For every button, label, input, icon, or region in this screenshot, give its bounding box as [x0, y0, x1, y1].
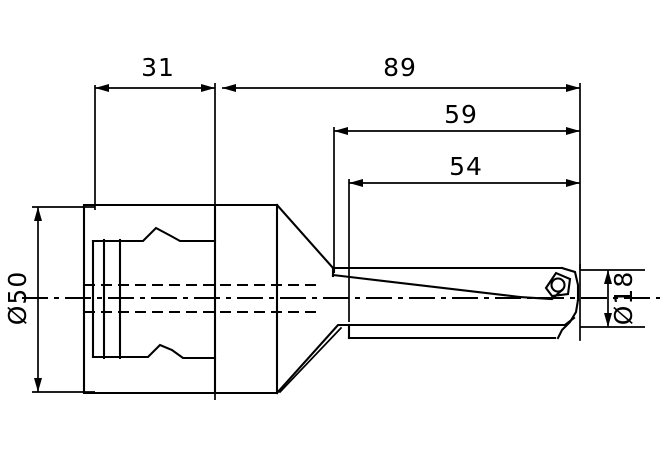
flute-lower	[347, 323, 567, 340]
flute-upper	[331, 266, 564, 299]
arrow-left-54	[349, 179, 363, 187]
arrow-left-31	[95, 84, 109, 92]
dimension-diameter-50: Ø50	[3, 206, 95, 393]
dim-label-54: 54	[449, 152, 483, 181]
insert-screw-hole	[550, 277, 566, 293]
taper-upper	[275, 203, 351, 270]
flute-upper-helix	[331, 273, 522, 299]
drill-tip	[518, 266, 580, 340]
taper-lower	[275, 323, 354, 395]
arrow-top-d18	[604, 270, 612, 284]
arrow-bottom-d50	[34, 378, 42, 392]
lower-relief-profile	[125, 343, 217, 360]
arrow-left-89	[222, 84, 236, 92]
dimension-54: 54	[348, 152, 580, 322]
dim-label-89: 89	[383, 53, 417, 82]
arrow-right-89	[566, 84, 580, 92]
dimension-89: 89	[222, 53, 581, 270]
arrow-right-54	[566, 179, 580, 187]
cutting-insert-outline	[544, 271, 572, 298]
shank-internal-detail	[91, 226, 217, 360]
arrow-right-31	[201, 84, 215, 92]
arrow-left-59	[334, 127, 348, 135]
upper-relief-profile	[125, 226, 217, 243]
arrow-bottom-d18	[604, 313, 612, 327]
dimension-59: 59	[333, 100, 580, 272]
internal-bore-hidden-lines	[84, 284, 320, 313]
tip-relief-edge	[563, 316, 576, 327]
dimension-31: 31	[94, 53, 216, 400]
taper-lower-inner	[278, 326, 343, 394]
tip-upper-contour	[560, 266, 580, 302]
arrow-top-d50	[34, 207, 42, 221]
dim-label-59: 59	[444, 100, 478, 129]
tip-lower-contour	[556, 298, 580, 340]
arrow-right-59	[566, 127, 580, 135]
dim-label-31: 31	[141, 53, 175, 82]
